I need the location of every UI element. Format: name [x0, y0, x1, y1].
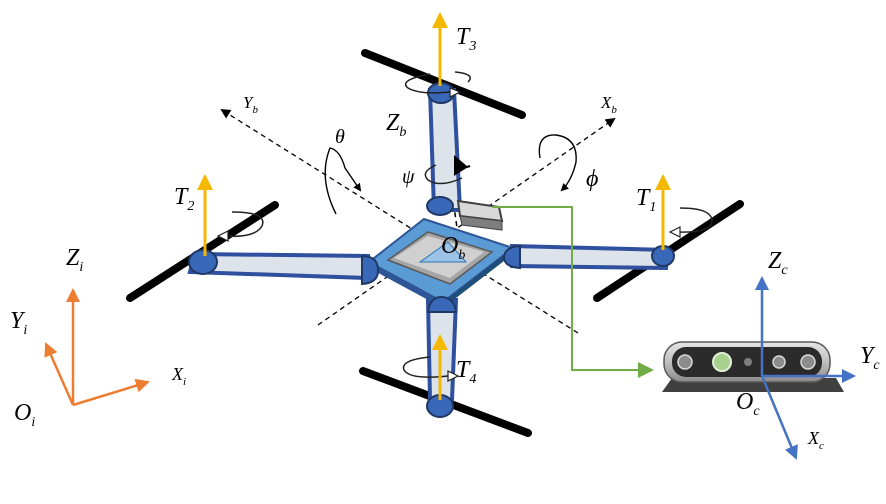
camera-x-label: Xc	[807, 428, 824, 452]
thrust-label-2: T2	[174, 184, 194, 214]
inertial-x-axis	[72, 378, 150, 407]
rotation-arrow-yaw	[424, 164, 463, 185]
camera-y-label: Yc	[860, 343, 880, 373]
inertial-x-label: Xi	[171, 364, 186, 388]
camera-lens-left	[677, 354, 693, 370]
body-y-axis	[220, 108, 579, 334]
thrust-arrows	[197, 12, 671, 400]
arm-bottom	[425, 298, 459, 402]
thrust-label-3: T3	[456, 24, 476, 54]
camera-axes	[755, 276, 856, 460]
pitch-angle-label: θ	[335, 126, 345, 148]
body-bumper-bottom	[426, 295, 458, 313]
rotation-arrow-left	[225, 211, 264, 238]
inertial-origin-label: Oi	[14, 400, 35, 430]
camera-lens-right	[800, 354, 816, 370]
camera-ir-emitter	[744, 358, 752, 366]
body-y-label: Yb	[243, 93, 258, 116]
camera-link-arrow	[492, 206, 654, 378]
motor-hub-body-top	[426, 196, 454, 216]
camera-x-axis	[760, 375, 798, 460]
rotation-arrowhead-left	[216, 230, 229, 242]
roll-angle-label: ϕ	[586, 166, 598, 192]
inertial-y-label: Yi	[10, 308, 27, 338]
body-z-label: Zb	[386, 110, 406, 140]
rotation-arrow-bottom	[402, 356, 449, 378]
body-axes	[220, 108, 616, 334]
yaw-arrowhead	[454, 155, 468, 176]
camera-mount-face	[459, 215, 503, 231]
body-origin-label: Ob	[441, 233, 465, 263]
camera-lens-center	[772, 355, 786, 369]
camera-lens-rgb	[712, 352, 732, 372]
arm-top	[427, 88, 463, 212]
rotation-arrow-right	[677, 207, 713, 233]
camera-z-label: Zc	[768, 248, 788, 278]
body-bumper-left	[361, 254, 380, 286]
yaw-angle-label: ψ	[402, 166, 415, 188]
arm-right	[510, 243, 671, 271]
motor-hub-left	[188, 249, 218, 275]
thrust-label-4: T4	[456, 357, 476, 387]
rotation-arrowhead-bottom	[447, 370, 460, 382]
rotation-arrow-top	[404, 71, 471, 94]
inertial-y-axis	[44, 342, 75, 406]
rotation-arrowheads	[216, 87, 681, 382]
pitch-arc	[324, 147, 362, 215]
inertial-axes	[44, 288, 150, 407]
depth-camera	[662, 341, 844, 392]
body-plate-edge	[369, 262, 443, 308]
rotation-arrowhead-top	[449, 87, 462, 98]
roll-arc	[538, 134, 577, 192]
thrust-label-1: T1	[636, 185, 656, 215]
rotation-arrows	[225, 71, 713, 378]
quadrotor-body	[361, 199, 521, 313]
camera-origin-label: Oc	[736, 389, 760, 419]
inertial-z-label: Zi	[66, 245, 83, 275]
body-x-label: Xb	[600, 93, 617, 116]
body-plate-edge-right	[443, 248, 513, 308]
rotation-arrowhead-right	[668, 226, 681, 238]
body-bumper-right	[502, 244, 521, 270]
body-center-marker	[418, 241, 468, 263]
